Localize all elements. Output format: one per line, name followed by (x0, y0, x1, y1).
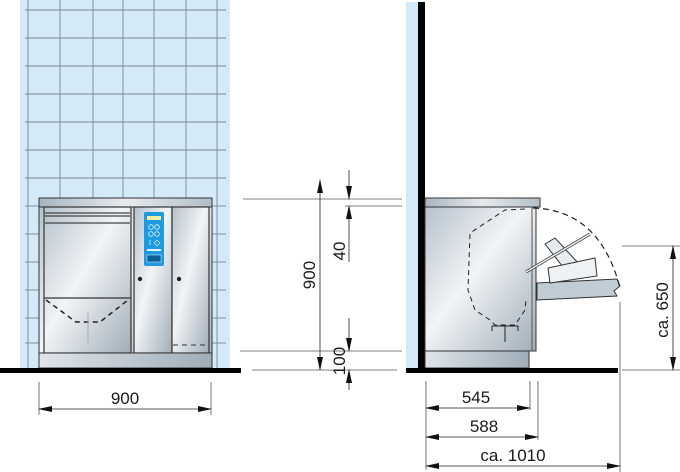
button-icon (154, 224, 160, 230)
control-door (133, 206, 173, 354)
open-door (525, 207, 621, 301)
depth-body-label: 545 (462, 388, 490, 407)
control-panel (144, 212, 164, 266)
total-height-label: 900 (300, 261, 319, 289)
button-icon (148, 231, 154, 237)
side-floor-line (406, 368, 618, 373)
wall-edge (418, 2, 425, 370)
side-wall (406, 2, 418, 370)
door-open-height-dimension: ca. 650 (619, 245, 680, 472)
right-cabinet-door (171, 206, 210, 354)
depth-with-top-label: 588 (470, 417, 498, 436)
front-view: 900 (0, 0, 241, 415)
plinth-height-label: 100 (330, 347, 349, 375)
side-view: ca. 650 545 588 ca. 1010 (406, 2, 680, 472)
floor-line (0, 368, 241, 373)
door-open-height-label: ca. 650 (653, 282, 672, 338)
depth-door-open-label: ca. 1010 (480, 446, 545, 465)
button-icon (148, 224, 154, 230)
height-dimensions: 900 40 100 (240, 170, 402, 390)
appliance-side (424, 197, 541, 369)
depth-dimensions: 545 588 ca. 1010 (425, 381, 621, 470)
appliance-front (38, 197, 213, 369)
door-knob-icon (176, 276, 182, 282)
front-width-label: 900 (111, 389, 139, 408)
door-knob-icon (137, 276, 143, 282)
wash-chamber-door (43, 206, 132, 354)
button-icon (154, 231, 160, 237)
top-clearance-label: 40 (330, 242, 349, 261)
width-dimension: 900 (38, 382, 212, 415)
